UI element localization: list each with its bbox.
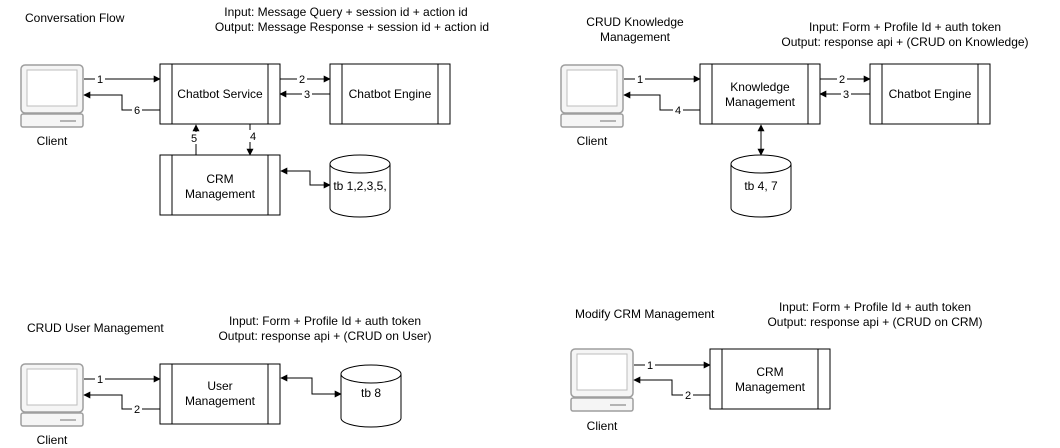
- chatbot-service-box: Chatbot Service: [159, 63, 281, 125]
- io-input-text: Input: Message Query + session id + acti…: [224, 5, 467, 19]
- io-output-text: Output: response api + (CRUD on Knowledg…: [781, 35, 1028, 49]
- edge-knowledge-to-client: [623, 91, 700, 111]
- user-management-box: User Management: [159, 363, 281, 425]
- chatbot-engine-box: Chatbot Engine: [869, 63, 991, 125]
- panel-modify-crm: Modify CRM Management Input: Form + Prof…: [570, 300, 983, 433]
- database-cylinder: tb 1,2,3,5,: [329, 154, 391, 218]
- crm-management-box: CRM Management: [159, 154, 281, 216]
- node-label: Chatbot Service: [177, 87, 263, 101]
- panel-title: Management: [600, 30, 671, 44]
- node-label: Knowledge: [730, 80, 790, 94]
- edge-label: 5: [191, 133, 197, 145]
- database-cylinder: tb 4, 7: [730, 154, 792, 218]
- edge-label: 1: [97, 74, 103, 86]
- database-cylinder: tb 8: [340, 364, 402, 428]
- database-label: tb 1,2,3,5,: [333, 179, 386, 193]
- node-label: Management: [185, 187, 256, 201]
- io-output-text: Output: response api + (CRUD on CRM): [767, 315, 982, 329]
- edge-label: 1: [637, 74, 643, 86]
- edge-label: 2: [685, 390, 691, 402]
- node-label: CRM: [206, 172, 233, 186]
- client-label: Client: [37, 433, 68, 447]
- client-label: Client: [577, 134, 608, 148]
- edge-label: 4: [250, 131, 256, 143]
- client-label: Client: [587, 419, 618, 433]
- node-label: Management: [735, 380, 806, 394]
- node-label: Management: [185, 394, 256, 408]
- knowledge-management-box: Knowledge Management: [699, 63, 821, 125]
- edge-label: 1: [647, 360, 653, 372]
- database-label: tb 8: [361, 386, 381, 400]
- panel-title: Conversation Flow: [25, 11, 125, 25]
- edge-label: 2: [839, 74, 845, 86]
- client-computer-icon: [570, 348, 634, 412]
- edge-label: 1: [97, 374, 103, 386]
- edge-label: 3: [843, 89, 849, 101]
- node-label: CRM: [756, 365, 783, 379]
- panel-crud-user: CRUD User Management Input: Form + Profi…: [20, 314, 432, 447]
- node-label: Chatbot Engine: [349, 87, 432, 101]
- edge-label: 2: [134, 404, 140, 416]
- panel-title: CRUD User Management: [27, 321, 164, 335]
- database-label: tb 4, 7: [744, 179, 778, 193]
- client-computer-icon: [20, 363, 84, 427]
- chatbot-engine-box: Chatbot Engine: [329, 63, 451, 125]
- node-label: Chatbot Engine: [889, 87, 972, 101]
- edge-label: 3: [304, 89, 310, 101]
- crm-management-box: CRM Management: [709, 348, 831, 410]
- edge-service-to-client: [83, 91, 160, 111]
- panel-title: Modify CRM Management: [575, 307, 715, 321]
- client-computer-icon: [20, 64, 84, 128]
- client-label: Client: [37, 134, 68, 148]
- edge-user-to-client: [83, 391, 160, 410]
- io-input-text: Input: Form + Profile Id + auth token: [229, 314, 421, 328]
- edge-label: 6: [134, 105, 140, 117]
- io-input-text: Input: Form + Profile Id + auth token: [809, 20, 1001, 34]
- edge-label: 2: [299, 74, 305, 86]
- edge-user-database: [280, 374, 342, 398]
- edge-crm-to-client: [633, 376, 710, 396]
- panel-title: CRUD Knowledge: [586, 15, 684, 29]
- node-label: Management: [725, 95, 796, 109]
- client-computer-icon: [560, 64, 624, 128]
- io-input-text: Input: Form + Profile Id + auth token: [779, 300, 971, 314]
- panel-conversation-flow: Conversation Flow Input: Message Query +…: [20, 5, 489, 218]
- panel-crud-knowledge: CRUD Knowledge Management Input: Form + …: [560, 15, 1029, 218]
- io-output-text: Output: response api + (CRUD on User): [218, 329, 431, 343]
- node-label: User: [207, 379, 232, 393]
- edge-label: 4: [675, 105, 681, 117]
- edge-crm-database: [280, 167, 331, 189]
- io-output-text: Output: Message Response + session id + …: [215, 20, 489, 34]
